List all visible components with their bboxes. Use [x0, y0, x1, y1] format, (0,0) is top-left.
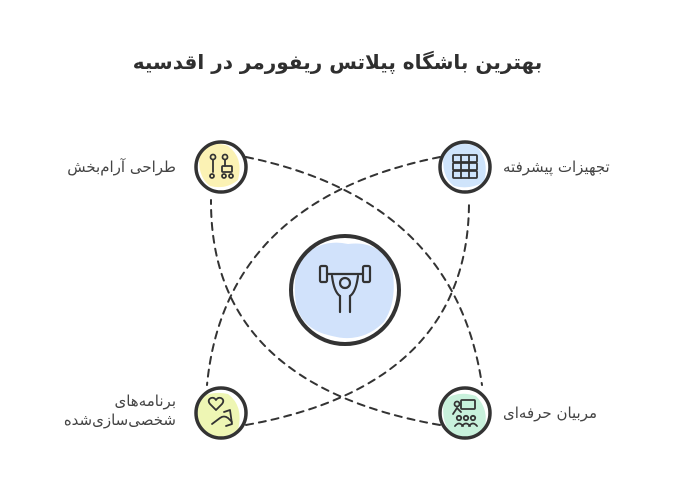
label-personalized-programs: برنامه‌های شخصی‌سازی‌شده — [64, 392, 176, 430]
node-advanced-equipment — [438, 140, 492, 194]
stroller-icon — [209, 153, 234, 179]
connector-arc-bottom-left-to-top-right — [245, 199, 471, 426]
connector-arc-top-left-to-bottom-right — [245, 156, 483, 386]
connector-arc-bottom-right-to-top-left — [209, 199, 441, 426]
equipment-grid-icon — [452, 154, 478, 179]
heart-hand-icon — [207, 396, 233, 427]
label-advanced-equipment: تجهیزات پیشرفته — [503, 158, 610, 176]
diagram-title: بهترین باشگاه پیلاتس ریفورمر در اقدسیه — [132, 50, 543, 74]
node-professional-trainers — [438, 386, 492, 440]
connector-arc-top-right-to-bottom-left — [206, 156, 441, 386]
trainers-group-icon — [452, 399, 478, 427]
node-personalized-programs — [194, 386, 248, 440]
weightlifter-icon — [318, 264, 372, 314]
label-personalized-programs-line2: شخصی‌سازی‌شده — [63, 411, 176, 429]
label-professional-trainers: مربیان حرفه‌ای — [503, 404, 598, 422]
label-relaxing-design: طراحی آرام‌بخش — [67, 158, 176, 176]
center-node — [289, 234, 401, 346]
label-personalized-programs-line1: برنامه‌های — [114, 392, 177, 410]
node-relaxing-design — [194, 140, 248, 194]
